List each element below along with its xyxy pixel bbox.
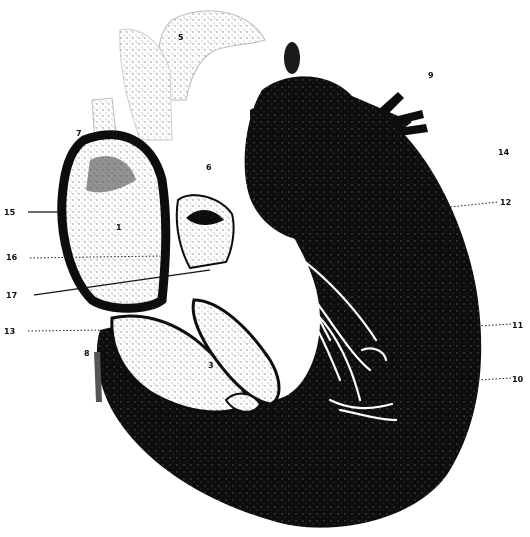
- leader-10: [478, 378, 512, 380]
- leader-11: [478, 324, 512, 326]
- leader-13: [28, 330, 104, 331]
- right-atrium: [62, 135, 166, 309]
- label-14: 14: [498, 148, 510, 157]
- label-9: 9: [428, 71, 434, 80]
- label-1: 1: [116, 223, 122, 232]
- label-15: 15: [4, 208, 16, 217]
- label-5: 5: [178, 33, 184, 42]
- label-16: 16: [6, 253, 18, 262]
- label-13: 13: [4, 327, 15, 336]
- label-12: 12: [500, 198, 511, 207]
- label-11: 11: [512, 321, 524, 330]
- aortic-valve-region: [177, 195, 234, 268]
- label-7: 7: [76, 129, 82, 138]
- label-17: 17: [6, 291, 17, 300]
- label-3: 3: [208, 361, 214, 370]
- label-8: 8: [84, 349, 90, 358]
- label-10: 10: [512, 375, 524, 384]
- label-6: 6: [206, 163, 212, 172]
- left-pulmonary-artery-branch: [284, 42, 300, 74]
